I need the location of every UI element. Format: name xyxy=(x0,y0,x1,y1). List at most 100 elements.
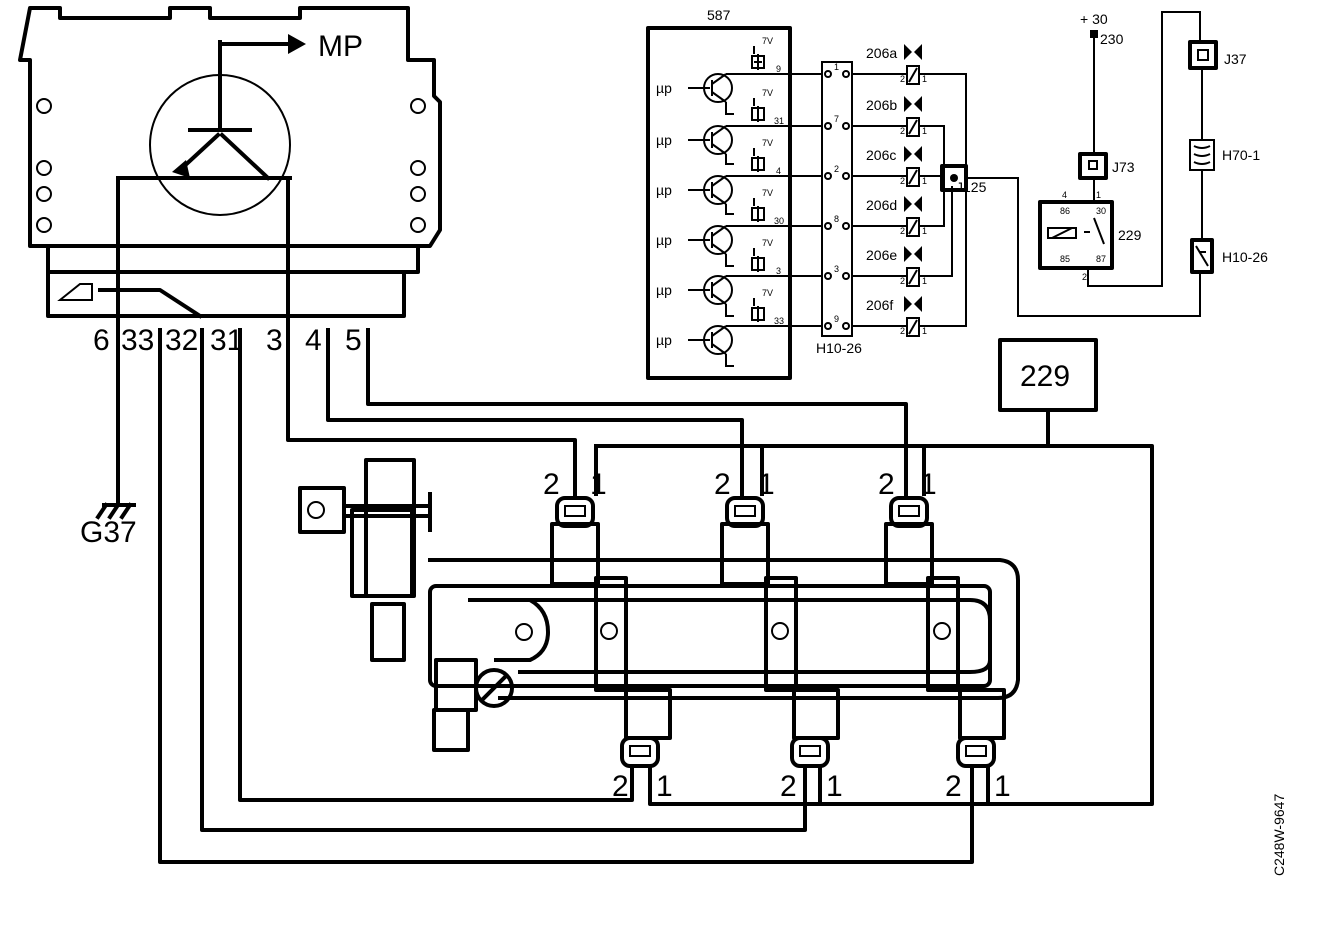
module-pin-30: 30 xyxy=(774,216,784,226)
relay-pin-85: 85 xyxy=(1060,254,1070,264)
coil-206a: 206a xyxy=(866,45,897,61)
injector-lower-2 xyxy=(790,688,840,768)
supply-label-2: 7V xyxy=(762,88,773,98)
module-pin-31: 31 xyxy=(774,116,784,126)
ecu-pin-32: 32 xyxy=(165,324,198,357)
figure-code: C248W-9647 xyxy=(1271,794,1287,876)
h70-label: H70-1 xyxy=(1222,147,1260,163)
coil-206c: 206c xyxy=(866,147,896,163)
supply-fuse-label: 230 xyxy=(1100,31,1124,47)
coil-f-pin1: 1 xyxy=(922,326,927,336)
coil-e-pin2: 2 xyxy=(900,276,905,286)
ground-label: G37 xyxy=(80,516,137,549)
coil-a-pin1: 1 xyxy=(922,74,927,84)
inj-l1-pin2: 2 xyxy=(612,770,629,803)
relay-pin-1: 1 xyxy=(1096,190,1101,200)
module-input-4: µp xyxy=(656,232,672,248)
channel-5 xyxy=(688,248,790,317)
conn-pin-2: 2 xyxy=(834,164,839,174)
relay-pin-87: 87 xyxy=(1096,254,1106,264)
j125-label: J125 xyxy=(956,179,987,195)
coil-206e: 206e xyxy=(866,247,897,263)
coil-symbols xyxy=(904,44,922,337)
relay-229-label: 229 xyxy=(1118,227,1142,243)
coil-b-pin2: 2 xyxy=(900,126,905,136)
coil-c-pin1: 1 xyxy=(922,176,927,186)
j73-label: J73 xyxy=(1112,159,1135,175)
coil-206d: 206d xyxy=(866,197,897,213)
module-pin-33: 33 xyxy=(774,316,784,326)
supply-label-5: 7V xyxy=(762,238,773,248)
supply-label-4: 7V xyxy=(762,188,773,198)
ecu-pin-3: 3 xyxy=(266,324,283,357)
injector-upper-2 xyxy=(720,496,770,586)
relay-pin-4: 4 xyxy=(1062,190,1067,200)
coil-d-pin1: 1 xyxy=(922,226,927,236)
ecu-pin-31: 31 xyxy=(210,324,243,357)
module-pin-9: 9 xyxy=(776,64,781,74)
channel-2 xyxy=(688,98,790,165)
injector-upper-1 xyxy=(550,496,600,586)
ecu-pin-labels: 6 33 32 31 3 4 5 xyxy=(93,324,362,357)
relay-pin-2: 2 xyxy=(1082,272,1087,282)
module-channels xyxy=(688,46,790,367)
module-587 xyxy=(646,26,792,380)
coil-d-pin2: 2 xyxy=(900,226,905,236)
coil-c-pin2: 2 xyxy=(900,176,905,186)
coil-b-pin1: 1 xyxy=(922,126,927,136)
supply-label-1: 7V xyxy=(762,36,773,46)
conn-label: H10-26 xyxy=(816,340,862,356)
inj-l2-pin1: 1 xyxy=(826,770,843,803)
supply-label: + 30 xyxy=(1080,11,1108,27)
module-input-2: µp xyxy=(656,132,672,148)
ground-symbol xyxy=(95,176,136,520)
coil-e-pin1: 1 xyxy=(922,276,927,286)
inj-u1-pin1: 1 xyxy=(590,468,607,501)
ecu-pin-5: 5 xyxy=(345,324,362,357)
coil-a-pin2: 2 xyxy=(900,74,905,84)
channel-4 xyxy=(688,198,790,267)
channel-3 xyxy=(688,148,790,215)
channel-6 xyxy=(688,298,790,367)
inj-l3-pin1: 1 xyxy=(994,770,1011,803)
harness-wires xyxy=(158,176,1154,864)
inj-u2-pin1: 1 xyxy=(758,468,775,501)
relay-pin-86: 86 xyxy=(1060,206,1070,216)
module-input-6: µp xyxy=(656,332,672,348)
conn-pin-9: 9 xyxy=(834,314,839,324)
channel-1 xyxy=(688,46,765,115)
relay-circuit xyxy=(966,11,1218,317)
fuel-rail xyxy=(298,458,1020,752)
coil-206f: 206f xyxy=(866,297,893,313)
supply-label-6: 7V xyxy=(762,288,773,298)
module-label: 587 xyxy=(707,7,731,23)
inj-u3-pin1: 1 xyxy=(920,468,937,501)
supply-label-3: 7V xyxy=(762,138,773,148)
module-input-1: µp xyxy=(656,80,672,96)
inj-u3-pin2: 2 xyxy=(878,468,895,501)
coil-f-pin2: 2 xyxy=(900,326,905,336)
conn-pin-8: 8 xyxy=(834,214,839,224)
module-input-5: µp xyxy=(656,282,672,298)
injector-lower-1 xyxy=(620,688,672,768)
conn-pin-3: 3 xyxy=(834,264,839,274)
h10-label: H10-26 xyxy=(1222,249,1268,265)
module-input-3: µp xyxy=(656,182,672,198)
inj-u2-pin2: 2 xyxy=(714,468,731,501)
inj-l1-pin1: 1 xyxy=(656,770,673,803)
connector-h10-26 xyxy=(758,61,853,337)
conn-pin-7: 7 xyxy=(834,114,839,124)
ecu-label: MP xyxy=(318,30,363,63)
ecu-pin-6: 6 xyxy=(93,324,110,357)
inj-u1-pin2: 2 xyxy=(543,468,560,501)
relay-box-229 xyxy=(998,338,1098,412)
module-pin-3: 3 xyxy=(776,266,781,276)
coil-206b: 206b xyxy=(866,97,897,113)
injector-upper-3 xyxy=(884,496,934,586)
j37-label: J37 xyxy=(1224,51,1247,67)
relay-box-label: 229 xyxy=(1020,360,1070,393)
coil-wiring xyxy=(852,73,967,327)
module-pin-4: 4 xyxy=(776,166,781,176)
ecu-unit xyxy=(18,6,442,319)
